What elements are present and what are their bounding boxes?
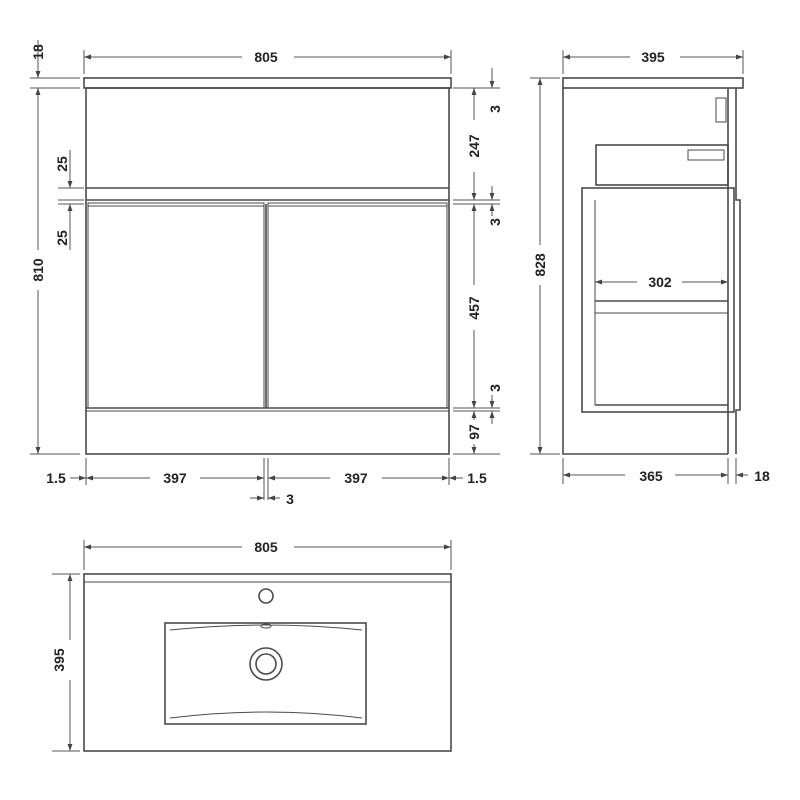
dim-label-right-gap-low: 3 [487, 384, 503, 392]
dim-label-door-gap: 3 [286, 491, 294, 507]
dim-label-door-right-width: 397 [344, 470, 368, 486]
dim-label-front-width: 805 [254, 49, 278, 65]
basin-inner-bottom-curve [169, 711, 363, 719]
dim-label-top-view-depth: 395 [51, 648, 67, 672]
dim-side-height: 828 [530, 77, 560, 455]
side-view [562, 77, 744, 455]
dim-side-top-depth: 395 [562, 49, 744, 74]
side-carcass [562, 88, 728, 455]
side-worktop [562, 77, 744, 89]
dim-label-door-left-width: 397 [163, 470, 187, 486]
tap-hole [258, 588, 274, 604]
dim-label-body-height: 810 [30, 258, 46, 282]
dim-label-door-thickness: 18 [754, 468, 770, 484]
dim-label-right-edge: 1.5 [467, 470, 487, 486]
dim-label-side-height: 828 [532, 253, 548, 277]
top-worktop-outline [83, 573, 452, 752]
dim-label-right-gap-top: 3 [487, 105, 503, 113]
dim-side-drawer-depth: 302 [595, 274, 728, 290]
top-view [83, 573, 452, 752]
basin-inner-top-curve [169, 624, 363, 631]
side-tap-detail [715, 97, 727, 123]
side-drawer-handle [687, 149, 725, 161]
dim-front-rail-gaps: 25 25 [54, 150, 84, 250]
dim-label-right-gap-mid: 3 [487, 218, 503, 226]
dim-top-width: 805 [83, 539, 452, 570]
overflow-slot [260, 623, 272, 629]
dim-label-plinth-height: 97 [466, 424, 482, 440]
right-door-top-edge [267, 202, 448, 207]
waste-outer [249, 647, 283, 681]
dim-label-door-height: 457 [466, 296, 482, 320]
side-lower-bay [581, 187, 735, 413]
front-carcass [85, 87, 450, 455]
dim-top-depth: 395 [51, 573, 80, 752]
dim-label-body-depth: 365 [639, 468, 663, 484]
dim-front-bottom: 1.5 397 397 1.5 3 [46, 458, 487, 507]
dim-side-bottom: 365 18 [562, 458, 770, 484]
dim-front-right-chain: 3 247 3 457 3 97 [453, 68, 503, 455]
front-worktop [83, 77, 452, 89]
dim-label-drawer-height: 247 [466, 134, 482, 158]
dim-label-drawer-depth: 302 [648, 274, 672, 290]
dim-label-side-top-depth: 395 [641, 49, 665, 65]
dim-label-upper-gap-bottom: 25 [54, 230, 70, 246]
waste-inner [255, 653, 277, 675]
dim-front-width: 805 [83, 49, 452, 74]
dim-label-upper-gap-top: 25 [54, 156, 70, 172]
dim-label-top-thickness: 18 [30, 44, 46, 60]
dim-label-left-edge: 1.5 [46, 470, 66, 486]
dim-front-left: 18 810 [30, 40, 80, 455]
dim-label-top-view-width: 805 [254, 539, 278, 555]
side-drawer-box [595, 144, 729, 186]
left-door-top-edge [87, 202, 265, 207]
basin-outline [164, 622, 367, 725]
front-view [83, 77, 452, 455]
